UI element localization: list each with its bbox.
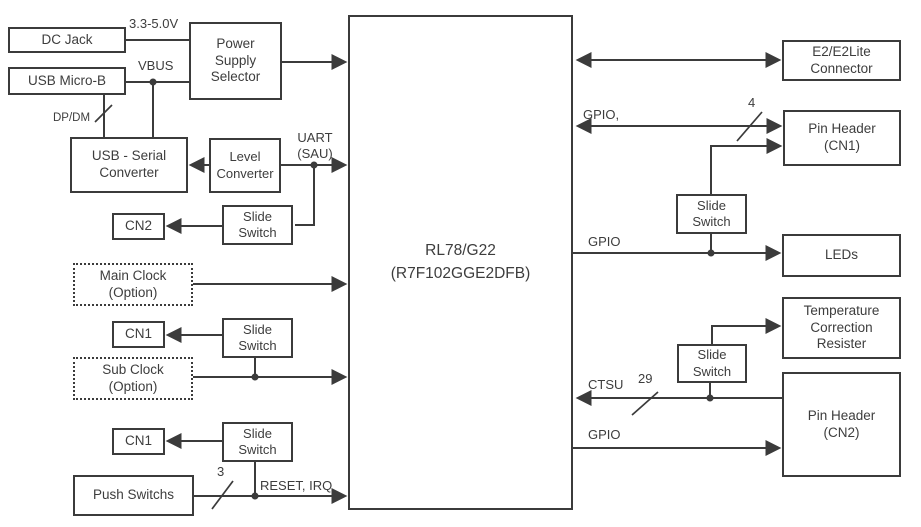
bus-slash-cn1: [736, 111, 763, 142]
block-slide-switch-cn1: Slide Switch: [676, 194, 747, 234]
block-level-converter: Level Converter: [209, 138, 281, 193]
label-vbus: VBUS: [138, 58, 174, 73]
label-reset-irq: RESET, IRQ: [260, 478, 333, 493]
block-label: Resister: [816, 336, 867, 352]
block-label: LEDs: [824, 247, 858, 263]
block-label: Slide: [243, 425, 272, 441]
junction-ctsu: [706, 394, 714, 402]
wire-slideswitch-to-pinheader-cn1: [710, 138, 783, 194]
block-label: Power: [216, 35, 255, 51]
mcu-name: RL78/G22: [425, 242, 496, 260]
block-label: (Option): [108, 284, 158, 300]
label-dp-dm: DP/DM: [53, 112, 91, 124]
block-label: Converter: [99, 165, 159, 180]
label-gpio-leds: GPIO: [588, 234, 621, 249]
block-label: Slide: [697, 347, 727, 363]
bus-slash-push: [211, 480, 234, 510]
block-slide-switch-ctsu: Slide Switch: [677, 344, 747, 383]
block-label: CN1: [124, 326, 152, 342]
block-label: Slide: [697, 197, 726, 213]
block-e2-e2lite-connector: E2/E2Lite Connector: [782, 40, 901, 81]
block-label: Main Clock: [99, 267, 167, 283]
block-label: Correction: [810, 319, 873, 335]
block-label: USB Micro-B: [27, 72, 106, 88]
block-main-clock: Main Clock (Option): [73, 263, 193, 306]
block-pin-header-cn2: Pin Header (CN2): [782, 372, 901, 477]
block-usb-micro-b: USB Micro-B: [8, 67, 126, 95]
block-cn2: CN2: [112, 213, 165, 240]
block-label: (CN1): [824, 138, 860, 153]
block-label: Slide: [243, 208, 272, 224]
block-label: Level: [229, 149, 261, 165]
block-label: DC Jack: [41, 31, 93, 47]
block-label: Pin Header: [808, 121, 876, 137]
mcu-part-number: (R7F102GGE2DFB): [390, 264, 531, 282]
block-label: USB - Serial: [91, 148, 167, 164]
block-pin-header-cn1: Pin Header (CN1): [783, 110, 901, 166]
block-label: Temperature: [803, 302, 880, 318]
block-label: CN2: [124, 218, 152, 234]
wire-slideswitch-to-tempresister: [711, 318, 782, 344]
label-gpio-pin-header-cn2: GPIO: [588, 427, 621, 442]
label-bus-width-3: 3: [217, 464, 225, 479]
bus-slash-ctsu: [631, 391, 659, 416]
block-sub-clock: Sub Clock (Option): [73, 357, 193, 400]
label-uart-sau: UART (SAU): [297, 130, 333, 161]
block-label: Push Switchs: [92, 487, 175, 503]
block-slide-switch-subclock: Slide Switch: [222, 318, 293, 358]
junction-reset: [251, 492, 259, 500]
block-label: Pin Header: [807, 407, 876, 423]
block-label: Slide: [243, 321, 272, 337]
block-leds: LEDs: [782, 234, 901, 277]
block-label: Switch: [238, 338, 277, 353]
label-gpio-pin-header-cn1: GPIO,: [583, 107, 620, 122]
label-bus-width-4: 4: [748, 95, 756, 110]
block-label: Sub Clock: [102, 361, 164, 377]
block-power-supply-selector: Power Supply Selector: [189, 22, 282, 100]
block-label: (CN2): [823, 424, 860, 440]
label-bus-width-29: 29: [638, 371, 653, 386]
block-label: Switch: [238, 442, 277, 457]
bus-slash-dpdm: [94, 104, 113, 123]
block-label: Connector: [810, 60, 873, 76]
junction-gpio-leds: [707, 249, 715, 257]
block-push-switchs: Push Switchs: [73, 475, 194, 516]
junction-subclock: [251, 373, 259, 381]
block-dc-jack: DC Jack: [8, 27, 126, 53]
block-label: Converter: [216, 165, 274, 181]
block-mcu: RL78/G22 (R7F102GGE2DFB): [348, 15, 573, 510]
block-label: Switch: [238, 225, 277, 240]
block-cn1-b: CN1: [112, 428, 165, 455]
block-label: E2/E2Lite: [812, 43, 871, 59]
block-cn1-a: CN1: [112, 321, 165, 348]
block-slide-switch-reset: Slide Switch: [222, 422, 293, 462]
block-label: Supply: [214, 52, 257, 68]
block-label: Switch: [692, 214, 731, 229]
wire-uart-to-slideswitch: [295, 165, 315, 226]
block-label: Selector: [210, 69, 261, 85]
junction-uart: [310, 161, 318, 169]
block-slide-switch-uart: Slide Switch: [222, 205, 293, 245]
label-ctsu: CTSU: [588, 377, 624, 392]
block-label: CN1: [124, 433, 152, 449]
block-label: Switch: [692, 363, 732, 379]
block-temperature-correction-resister: Temperature Correction Resister: [782, 297, 901, 359]
junction-vbus: [149, 78, 157, 86]
block-label: (Option): [108, 378, 158, 394]
label-supply-voltage: 3.3-5.0V: [129, 16, 179, 31]
block-usb-serial-converter: USB - Serial Converter: [70, 137, 188, 193]
